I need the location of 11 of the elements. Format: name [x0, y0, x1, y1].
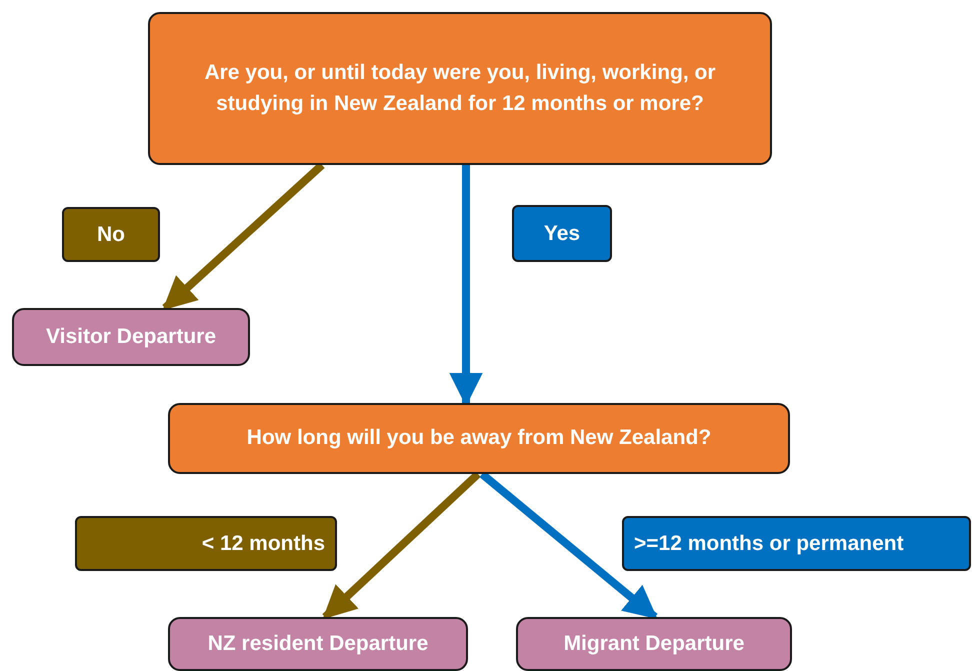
edge-label: Yes — [512, 205, 612, 262]
question-box: Are you, or until today were you, living, working, or studying in New Zealand for 12 months or more? — [148, 12, 772, 165]
edge-label: No — [62, 207, 160, 262]
outcome-box: Migrant Departure — [516, 617, 792, 671]
arrow — [162, 162, 325, 311]
outcome-box: Visitor Departure — [12, 308, 250, 366]
edge-label: < 12 months — [75, 516, 337, 571]
edge-label: >=12 months or permanent — [622, 516, 971, 571]
question-box: How long will you be away from New Zealand? — [168, 403, 790, 474]
outcome-box: NZ resident Departure — [168, 617, 468, 671]
arrow — [322, 471, 481, 620]
